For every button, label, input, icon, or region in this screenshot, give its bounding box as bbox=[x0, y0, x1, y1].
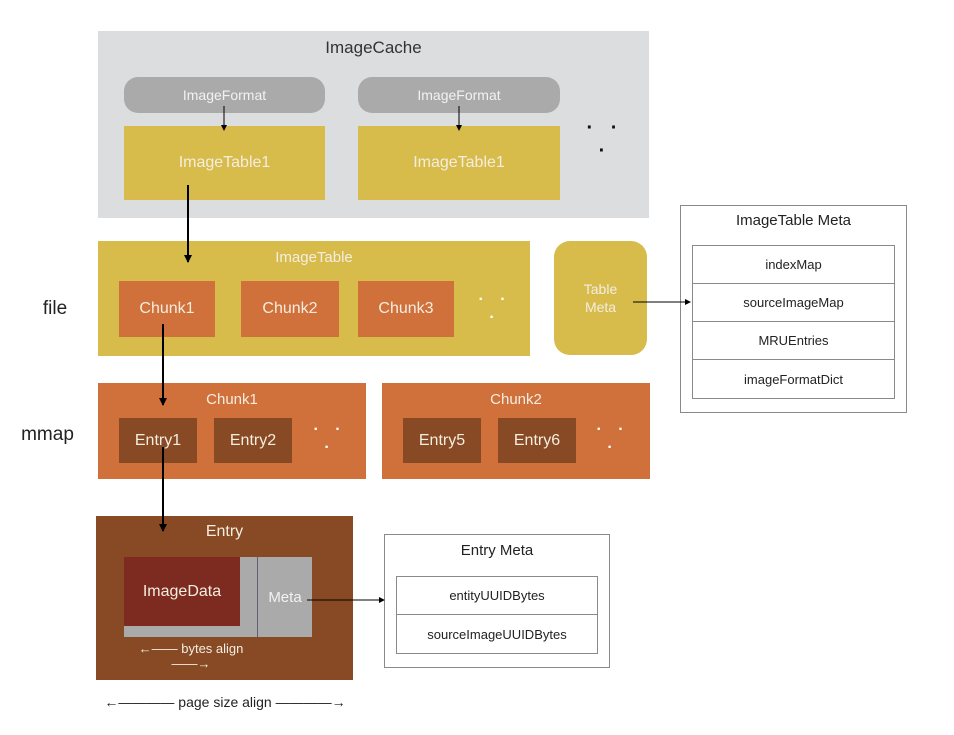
meta-field-mru-entries: MRUEntries bbox=[693, 322, 894, 360]
entry-meta-title: Entry Meta bbox=[460, 541, 534, 559]
entry6-box: Entry6 bbox=[498, 418, 576, 463]
chunk2-title: Chunk2 bbox=[490, 390, 542, 408]
image-table-meta-panel bbox=[680, 205, 907, 413]
image-table-more-ellipsis: · · · bbox=[478, 291, 512, 326]
table-meta-label-line2: Meta bbox=[584, 299, 617, 315]
meta-field-index-map: indexMap bbox=[693, 246, 894, 284]
chunk2-more-ellipsis: · · · bbox=[596, 421, 630, 456]
chunk3-box: Chunk3 bbox=[358, 281, 454, 337]
image-cache-title: ImageCache bbox=[325, 38, 422, 57]
chunk1-title: Chunk1 bbox=[206, 390, 258, 408]
page-size-align-label: ←———— page size align ————→ bbox=[104, 694, 346, 710]
image-data-box: ImageData bbox=[124, 557, 240, 626]
entry5-box: Entry5 bbox=[403, 418, 481, 463]
image-table-meta-title: ImageTable Meta bbox=[735, 211, 852, 229]
image-table1-box-1: ImageTable1 bbox=[124, 126, 325, 200]
chunk1-box: Chunk1 bbox=[119, 281, 215, 337]
meta-field-source-image-map: sourceImageMap bbox=[693, 284, 894, 322]
image-table-title: ImageTable bbox=[275, 248, 353, 266]
image-format-box-1: ImageFormat bbox=[124, 77, 325, 113]
entry-meta-panel bbox=[384, 534, 610, 668]
chunk1-more-ellipsis: · · · bbox=[313, 421, 347, 456]
file-layer-label: file bbox=[42, 298, 68, 319]
meta-divider-line bbox=[257, 557, 258, 637]
mmap-layer-label: mmap bbox=[21, 424, 74, 445]
meta-field-source-image-uuid-bytes: sourceImageUUIDBytes bbox=[427, 626, 567, 642]
image-cache-more-ellipsis: · · · bbox=[586, 117, 624, 162]
entry2-box: Entry2 bbox=[214, 418, 292, 463]
image-table1-box-2: ImageTable1 bbox=[358, 126, 560, 200]
entry-title: Entry bbox=[205, 523, 244, 540]
bytes-align-label: ←—— bytes align ——→ bbox=[138, 641, 244, 671]
meta-field-image-format-dict: imageFormatDict bbox=[744, 371, 843, 387]
chunk2-box: Chunk2 bbox=[241, 281, 339, 337]
table-meta-label-line1: Table bbox=[583, 281, 618, 297]
meta-field-entity-uuid-bytes: entityUUIDBytes bbox=[397, 577, 597, 615]
image-table-meta-fields: indexMap sourceImageMap MRUEntries image… bbox=[692, 245, 895, 399]
table-meta-box: Table Meta bbox=[554, 241, 647, 355]
entry1-box: Entry1 bbox=[119, 418, 197, 463]
entry-meta-fields: entityUUIDBytes sourceImageUUIDBytes bbox=[396, 576, 598, 654]
image-format-box-2: ImageFormat bbox=[358, 77, 560, 113]
entry-meta-label: Meta bbox=[268, 588, 302, 606]
